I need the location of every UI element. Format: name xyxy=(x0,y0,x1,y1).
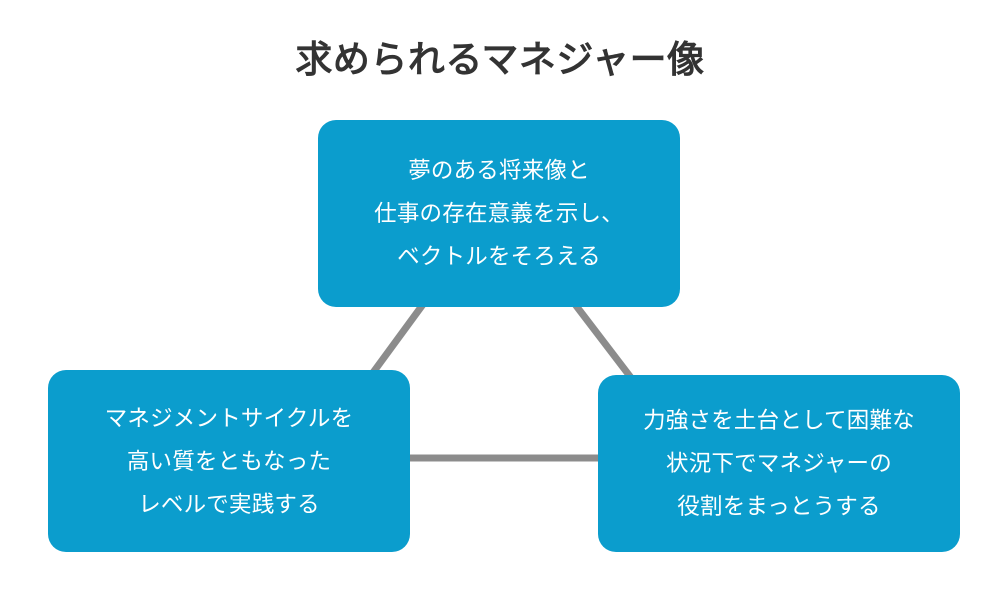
node-role-line-3: 役割をまっとうする xyxy=(677,494,881,519)
node-role[interactable]: 力強さを土台として困難な 状況下でマネジャーの 役割をまっとうする xyxy=(598,375,960,552)
node-role-line-1: 力強さを土台として困難な xyxy=(643,408,915,433)
node-vision-line-3: ベクトルをそろえる xyxy=(397,244,601,269)
connector-vision-to-cycle xyxy=(369,300,427,377)
connector-vision-to-role xyxy=(571,300,635,382)
node-vision-line-2: 仕事の存在意義を示し、 xyxy=(374,201,624,226)
node-role-line-2: 状況下でマネジャーの xyxy=(666,451,892,476)
node-vision[interactable]: 夢のある将来像と 仕事の存在意義を示し、 ベクトルをそろえる xyxy=(318,120,680,307)
node-cycle-line-3: レベルで実践する xyxy=(138,491,320,517)
node-cycle-line-1: マネジメントサイクルを xyxy=(104,405,354,431)
node-vision-line-1: 夢のある将来像と xyxy=(408,158,590,183)
node-cycle[interactable]: マネジメントサイクルを 高い質をともなった レベルで実践する xyxy=(48,370,410,552)
page-title: 求められるマネジャー像 xyxy=(295,39,705,80)
node-cycle-line-2: 高い質をともなった xyxy=(126,448,332,474)
